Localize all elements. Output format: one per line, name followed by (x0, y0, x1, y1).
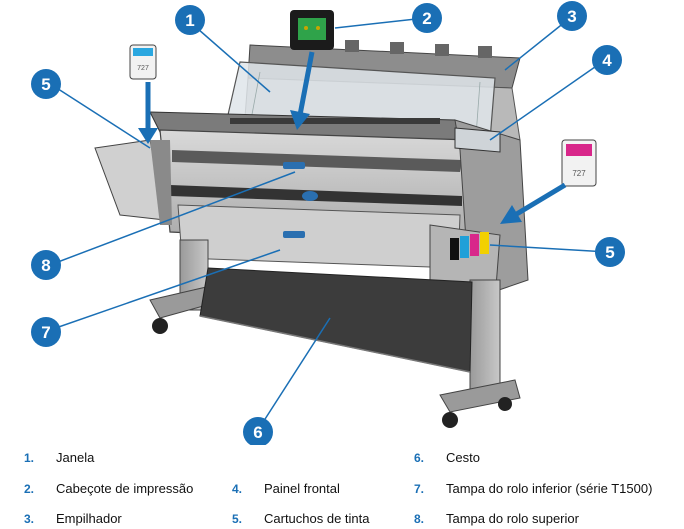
cartridge-label: 727 (572, 169, 586, 178)
svg-text:8: 8 (41, 256, 50, 275)
legend-item-4: 4.Painel frontal (232, 481, 340, 496)
ink-cartridge-magenta: 727 (561, 139, 597, 187)
legend-item-5: 5.Cartuchos de tinta (232, 511, 370, 526)
printer-illustration: 727 727 (31, 1, 625, 445)
legend-item-6: 6.Cesto (414, 450, 480, 465)
cartridge-label: 727 (137, 65, 149, 72)
svg-text:3: 3 (567, 7, 576, 26)
legend-item-7: 7.Tampa do rolo inferior (série T1500) (414, 481, 653, 496)
svg-text:6: 6 (253, 423, 262, 442)
svg-text:5: 5 (41, 75, 50, 94)
svg-text:4: 4 (602, 51, 612, 70)
ink-cartridge-black: 727 (129, 44, 157, 80)
callout-lines (49, 17, 609, 431)
legend-item-1: 1.Janela (24, 450, 95, 465)
legend-item-2: 2.Cabeçote de impressão (24, 481, 194, 496)
printhead (290, 10, 334, 50)
stand (149, 239, 521, 428)
callout-4: 4 (592, 45, 622, 75)
legend-item-3: 3.Empilhador (24, 511, 122, 526)
printer-body (94, 111, 529, 301)
callout-8: 8 (31, 250, 61, 280)
callout-6: 6 (243, 417, 273, 445)
callout-7: 7 (31, 317, 61, 347)
svg-text:1: 1 (185, 11, 194, 30)
callout-1: 1 (175, 5, 205, 35)
legend-item-8: 8.Tampa do rolo superior (414, 511, 579, 526)
callout-5-left: 5 (31, 69, 61, 99)
svg-text:5: 5 (605, 243, 614, 262)
legend: 1.Janela 2.Cabeçote de impressão 3.Empil… (0, 446, 684, 527)
insertion-arrows (138, 51, 567, 224)
callout-3: 3 (557, 1, 587, 31)
callout-5-right: 5 (595, 237, 625, 267)
callout-2: 2 (412, 3, 442, 33)
svg-text:2: 2 (422, 9, 431, 28)
svg-text:7: 7 (41, 323, 50, 342)
